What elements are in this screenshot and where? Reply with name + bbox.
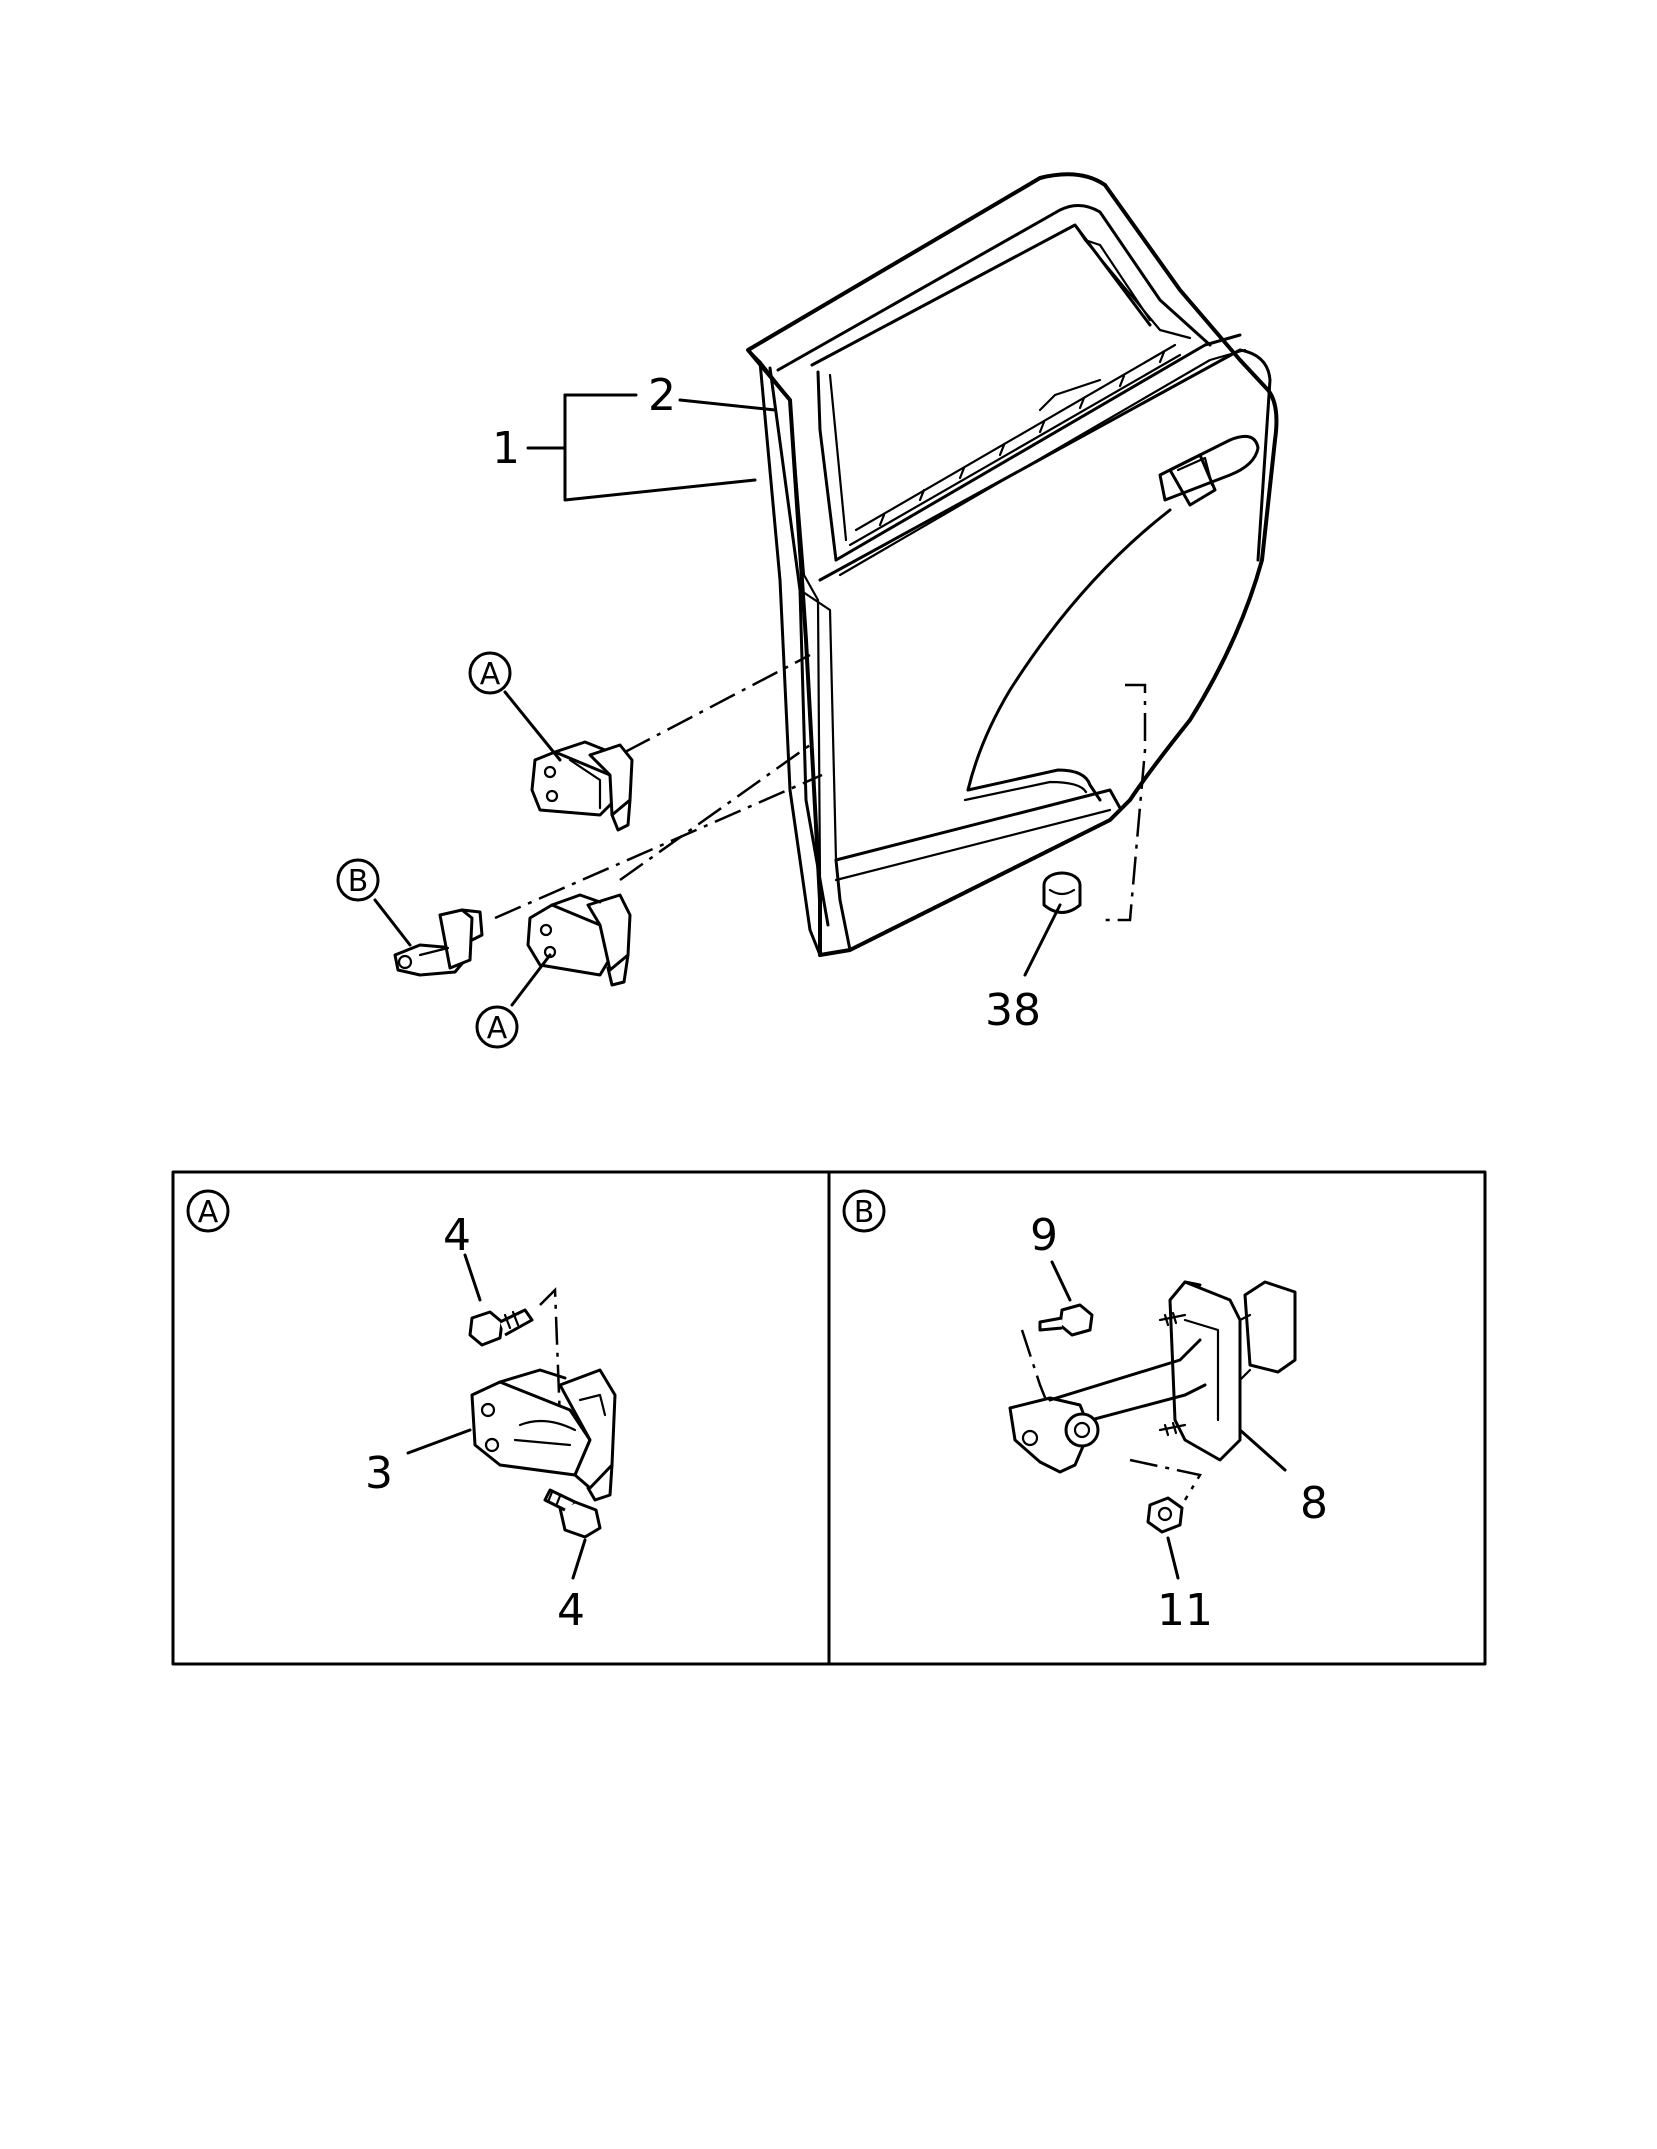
svg-text:B: B — [854, 1195, 875, 1230]
callout-checker: 8 — [1300, 1478, 1328, 1529]
mounting-lines — [494, 653, 1147, 922]
callout-checker-bolt: 9 — [1030, 1210, 1058, 1261]
svg-text:A: A — [480, 657, 501, 692]
upper-hinge — [530, 740, 634, 832]
leader-1-2 — [526, 393, 777, 502]
callout-checker-nut: 11 — [1157, 1585, 1213, 1636]
leader-bolt-lower — [571, 1538, 587, 1580]
hinge-bolt-lower — [543, 1488, 602, 1539]
callout-door-panel: 2 — [648, 370, 676, 421]
lower-hinge — [526, 893, 632, 987]
panel-b-ref: B — [842, 1189, 886, 1233]
svg-text:A: A — [487, 1011, 508, 1046]
callout-hinge: 3 — [365, 1448, 393, 1499]
panel-a-ref: A — [186, 1189, 230, 1233]
callout-door-assembly: 1 — [492, 423, 520, 474]
leader-upper-hinge — [503, 690, 562, 762]
leader-bumper — [1023, 903, 1062, 977]
detail-panels-frame — [171, 1170, 1487, 1666]
callout-hinge-bolt-lower: 4 — [557, 1585, 585, 1636]
hinge-detail — [470, 1368, 617, 1502]
checker-nut — [1146, 1496, 1184, 1534]
rear-door — [746, 172, 1279, 957]
bumper — [1042, 871, 1082, 914]
panel-b: B — [842, 1189, 1297, 1580]
ref-circle-checker: B — [336, 858, 380, 902]
leader-hinge — [406, 1428, 472, 1455]
leader-checker-bolt — [1050, 1260, 1072, 1302]
callout-bumper: 38 — [985, 985, 1041, 1036]
leader-checker — [373, 898, 412, 947]
callout-hinge-bolt-upper: 4 — [443, 1210, 471, 1261]
checker-bolt — [1038, 1303, 1094, 1337]
hinge-bolt-upper — [468, 1308, 534, 1347]
svg-text:B: B — [348, 864, 369, 899]
checker-detail — [1008, 1280, 1297, 1474]
panel-a: A — [186, 1189, 617, 1580]
leader-checker — [1238, 1428, 1287, 1472]
door-checker — [393, 908, 484, 977]
ref-circle-lower-hinge: A — [475, 1005, 519, 1049]
leader-bolt-upper — [463, 1253, 482, 1302]
leader-checker-nut — [1166, 1536, 1180, 1580]
leader-lower-hinge — [510, 953, 552, 1007]
svg-text:A: A — [198, 1195, 219, 1230]
ref-circle-upper-hinge: A — [468, 651, 512, 695]
